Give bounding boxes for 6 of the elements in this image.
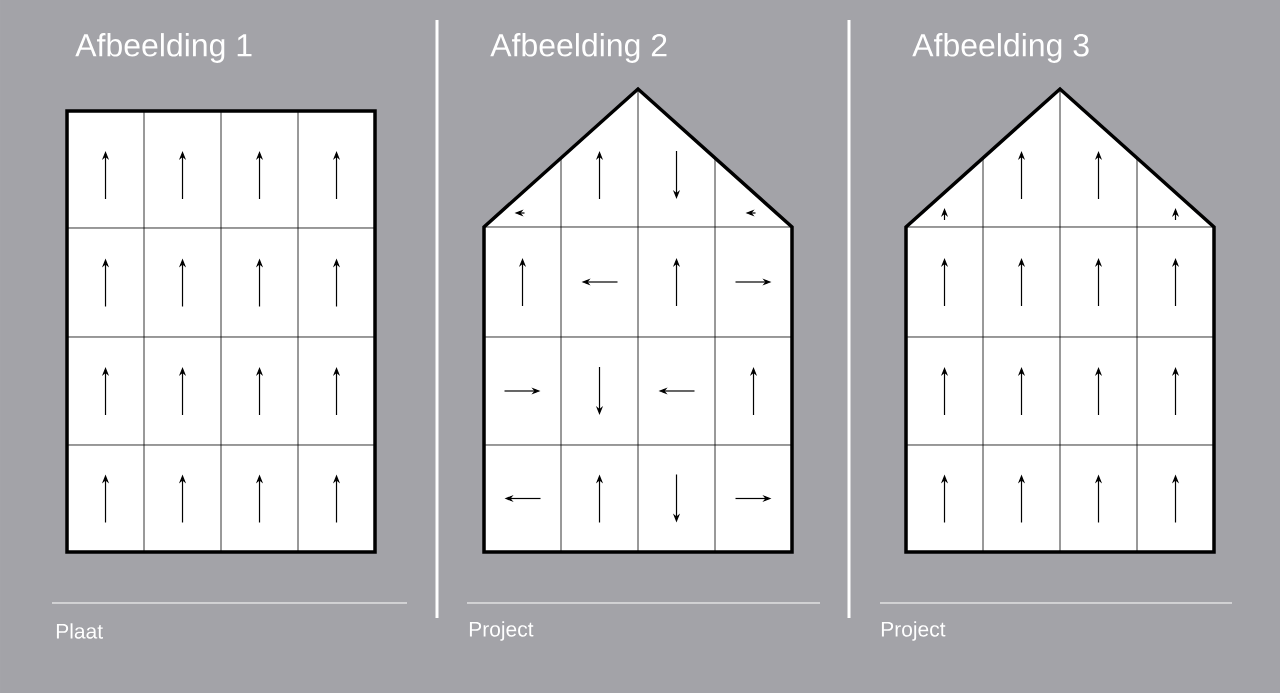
panel-title: Afbeelding 2 — [490, 33, 667, 63]
panel-title: Afbeelding 3 — [912, 33, 1089, 63]
caption-text: Project — [469, 621, 534, 641]
caption-text: Plaat — [56, 623, 103, 639]
caption-text: Project — [881, 621, 946, 641]
panel-title: Afbeelding 1 — [75, 33, 252, 63]
